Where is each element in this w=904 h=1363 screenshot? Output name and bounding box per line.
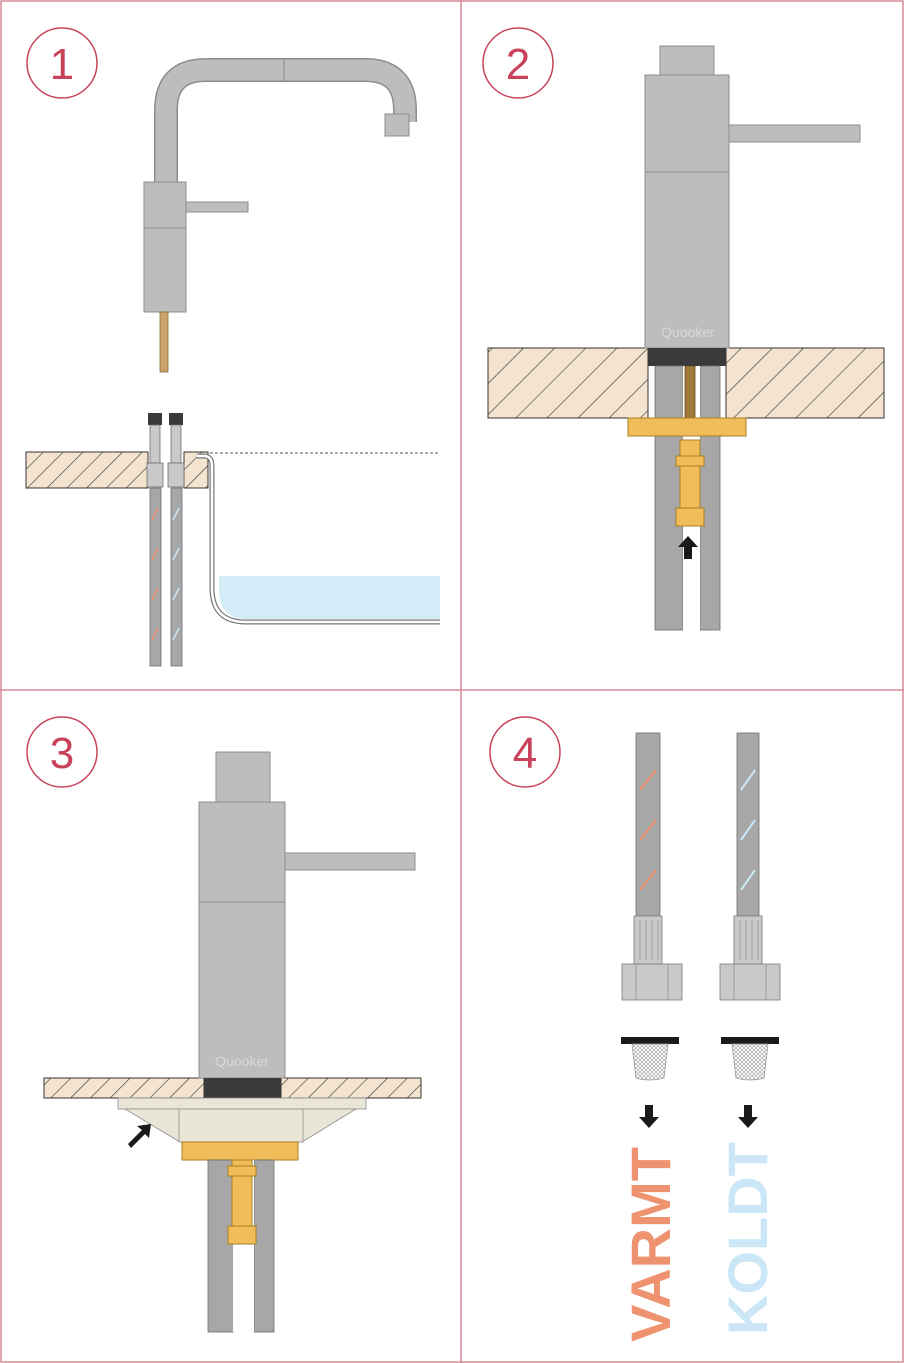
panel-3-countertop — [43, 1077, 422, 1099]
brand-label: Quooker — [215, 1053, 269, 1069]
gasket — [204, 1078, 281, 1098]
panel-2-mounting — [627, 365, 747, 631]
step-badge-2: 2 — [482, 27, 554, 99]
panel-2-faucet: Quooker — [644, 45, 861, 366]
step-number: 4 — [513, 729, 537, 778]
panel-2-countertop — [487, 347, 885, 419]
filter-icon — [721, 1037, 779, 1081]
brand-label: Quooker — [661, 324, 715, 340]
gasket — [648, 348, 726, 366]
panel-3-mounting — [117, 1097, 367, 1333]
hot-water-label: VARMT — [619, 1147, 682, 1342]
cold-water-label: KOLDT — [716, 1142, 779, 1335]
step-number: 2 — [506, 40, 530, 89]
arrow-down-icon — [639, 1105, 659, 1128]
filter-icon — [621, 1037, 679, 1081]
step-number: 3 — [50, 729, 74, 778]
arrow-diagonal-icon — [128, 1124, 151, 1148]
panel-1-faucet — [143, 58, 417, 373]
panel-1-countertop — [25, 451, 440, 489]
step-badge-4: 4 — [489, 716, 561, 788]
panel-1-sink — [197, 453, 440, 625]
hot-water-connection — [621, 732, 683, 1001]
arrow-up-icon — [678, 536, 698, 559]
arrow-down-icon — [738, 1105, 758, 1128]
panel-1-hoses — [146, 413, 185, 667]
panel-3-faucet: Quooker — [198, 751, 416, 1098]
step-number: 1 — [50, 40, 74, 89]
cold-water-connection — [719, 732, 781, 1001]
step-badge-1: 1 — [26, 27, 98, 99]
step-badge-3: 3 — [26, 716, 98, 788]
